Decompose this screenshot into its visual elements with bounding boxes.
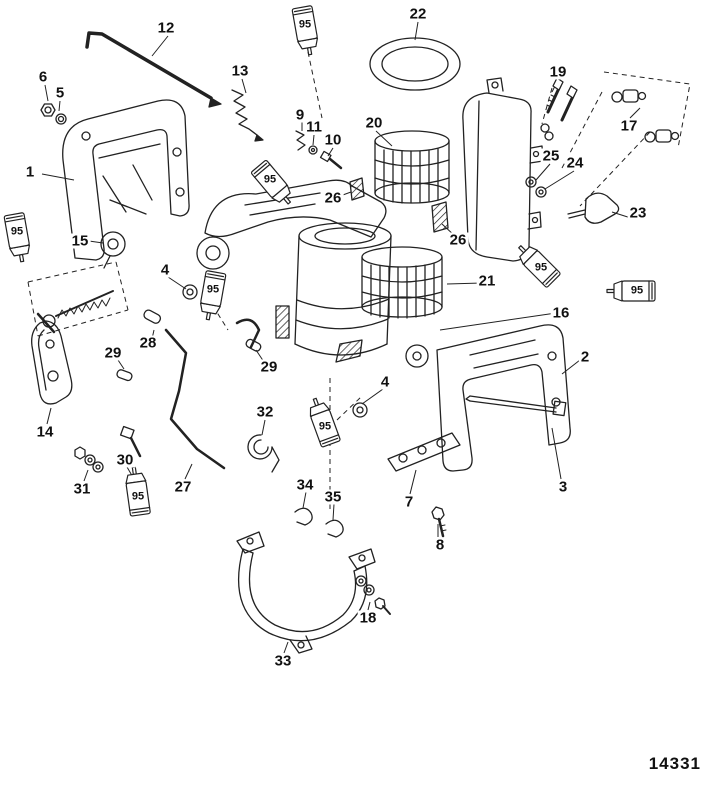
callout-27: 27 bbox=[172, 478, 194, 496]
callout-10: 10 bbox=[322, 131, 344, 149]
thrust-washer bbox=[405, 344, 429, 368]
callout-28: 28 bbox=[137, 334, 159, 352]
lubricant-label: 95 bbox=[10, 225, 24, 238]
bolts-19 bbox=[540, 77, 578, 141]
spring-13 bbox=[231, 89, 264, 142]
callout-17: 17 bbox=[618, 117, 640, 135]
callout-16: 16 bbox=[550, 304, 572, 322]
wedge-26b bbox=[431, 201, 449, 233]
callout-35: 35 bbox=[322, 488, 344, 506]
washers-24-25 bbox=[525, 176, 547, 198]
lever-14 bbox=[31, 320, 73, 405]
lubricant-label: 95 bbox=[318, 420, 332, 433]
lubricant-label: 95 bbox=[263, 173, 277, 186]
ring-4a bbox=[182, 284, 198, 300]
callout-25: 25 bbox=[540, 147, 562, 165]
motor-housing bbox=[462, 77, 544, 262]
callout-24: 24 bbox=[564, 154, 586, 172]
callout-4: 4 bbox=[378, 373, 392, 391]
lubricant-label: 95 bbox=[131, 490, 145, 503]
lubricant-tube bbox=[197, 269, 227, 322]
callout-32: 32 bbox=[254, 403, 276, 421]
washers-31 bbox=[74, 446, 104, 473]
coil-spring-32 bbox=[247, 434, 280, 473]
callout-15: 15 bbox=[69, 232, 91, 250]
callout-2: 2 bbox=[578, 348, 592, 366]
wing-screw-23 bbox=[567, 192, 620, 224]
left-clamp-bracket bbox=[62, 99, 190, 261]
callout-20: 20 bbox=[363, 114, 385, 132]
lubricant-tube bbox=[291, 4, 321, 57]
callout-29: 29 bbox=[258, 358, 280, 376]
spring-rod-27 bbox=[164, 318, 261, 470]
ring-4b bbox=[352, 402, 368, 418]
seal-ring-22 bbox=[369, 37, 461, 91]
tilt-rod-12 bbox=[85, 31, 222, 108]
callout-29: 29 bbox=[102, 344, 124, 362]
lubricant-label: 95 bbox=[534, 261, 548, 274]
lubricant-tube bbox=[3, 211, 33, 264]
clamp-screw bbox=[36, 290, 114, 334]
callout-7: 7 bbox=[402, 493, 416, 511]
nut-6 bbox=[40, 103, 56, 117]
bolt-18 bbox=[355, 575, 391, 615]
diagram-number: 14331 bbox=[648, 754, 701, 773]
callout-13: 13 bbox=[229, 62, 251, 80]
right-clamp-bracket bbox=[436, 324, 571, 472]
bolt-8 bbox=[431, 506, 447, 538]
washer-5 bbox=[55, 113, 67, 125]
leader-lines bbox=[41, 21, 641, 654]
lubricant-label: 95 bbox=[298, 18, 312, 31]
callout-3: 3 bbox=[556, 478, 570, 496]
callout-23: 23 bbox=[627, 204, 649, 222]
tilt-lever-33 bbox=[236, 531, 376, 654]
plate-7 bbox=[387, 432, 461, 472]
callout-12: 12 bbox=[155, 19, 177, 37]
swivel-tube bbox=[275, 222, 392, 363]
clip-35 bbox=[325, 519, 344, 538]
callout-9: 9 bbox=[293, 106, 307, 124]
fittings-17 bbox=[611, 89, 680, 143]
callout-26: 26 bbox=[322, 189, 344, 207]
pin-28 bbox=[143, 309, 162, 324]
bolt-30 bbox=[119, 425, 142, 458]
callout-6: 6 bbox=[36, 68, 50, 86]
upper-bearing-20 bbox=[374, 130, 450, 204]
callout-19: 19 bbox=[547, 63, 569, 81]
callout-30: 30 bbox=[114, 451, 136, 469]
lubricant-label: 95 bbox=[206, 283, 220, 296]
bolt-3 bbox=[465, 395, 567, 417]
callout-1: 1 bbox=[23, 163, 37, 181]
construction-lines bbox=[27, 51, 691, 512]
callout-5: 5 bbox=[53, 84, 67, 102]
callout-14: 14 bbox=[34, 423, 56, 441]
pin-29b bbox=[245, 338, 262, 352]
wedge-26a bbox=[349, 177, 365, 201]
callout-21: 21 bbox=[476, 272, 498, 290]
cam-15 bbox=[100, 231, 126, 269]
callout-26: 26 bbox=[447, 231, 469, 249]
callout-31: 31 bbox=[71, 480, 93, 498]
callout-8: 8 bbox=[433, 536, 447, 554]
pivot-pin-parts bbox=[295, 130, 343, 170]
callout-11: 11 bbox=[304, 118, 324, 136]
lubricant-label: 95 bbox=[630, 284, 644, 297]
clip-34 bbox=[294, 507, 313, 526]
callout-33: 33 bbox=[272, 652, 294, 670]
callout-22: 22 bbox=[407, 5, 429, 23]
callout-34: 34 bbox=[294, 476, 316, 494]
lower-bearing-21 bbox=[361, 246, 443, 319]
pin-29a bbox=[116, 369, 133, 382]
callout-4: 4 bbox=[158, 261, 172, 279]
callout-18: 18 bbox=[357, 609, 379, 627]
